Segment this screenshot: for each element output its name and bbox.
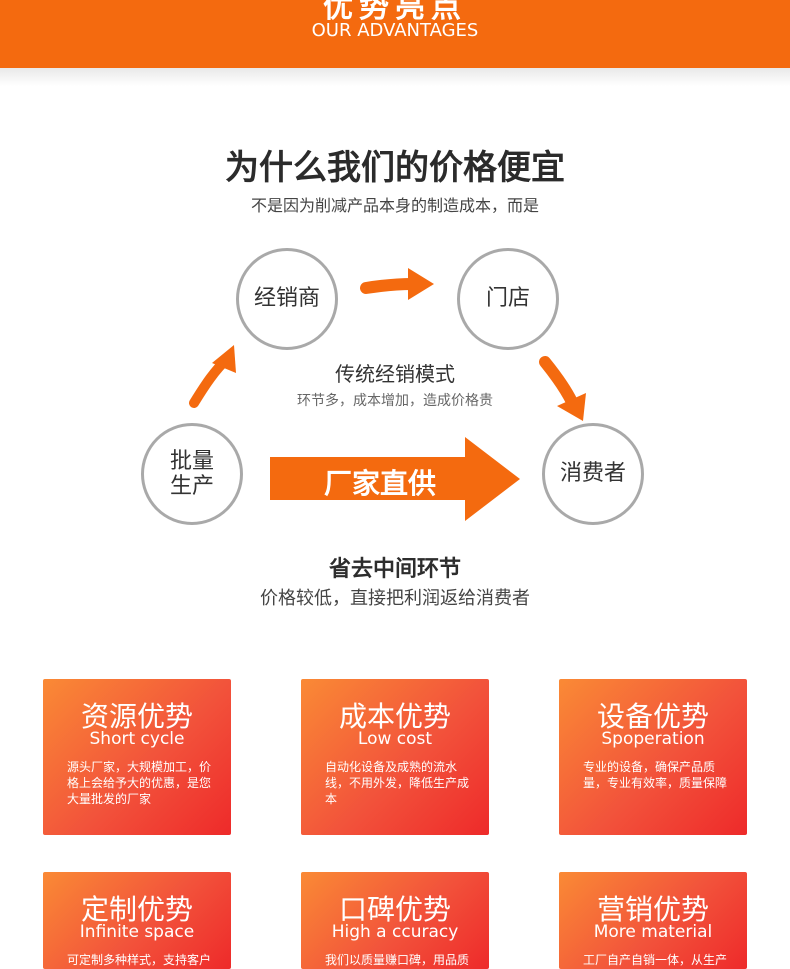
arrow-to-consumer (539, 356, 578, 408)
banner-shadow (0, 68, 790, 86)
traditional-mode-title: 传统经销模式 (335, 362, 455, 386)
node-label: 批量 生产 (169, 448, 214, 499)
advantage-card: 资源优势 Short cycle 源头厂家，大规模加工，价格上会给予大的优惠，是… (43, 679, 231, 835)
advantage-card: 成本优势 Low cost 自动化设备及成熟的流水线，不用外发，降低生产成本 (301, 679, 489, 835)
node-distributor: 经销商 (236, 248, 338, 350)
intro-title: 为什么我们的价格便宜 (225, 148, 565, 188)
top-banner: 优势亮点 OUR ADVANTAGES (0, 0, 790, 68)
advantage-card: 定制优势 Infinite space 可定制多种样式，支持客户个性化需求 (43, 872, 231, 969)
card-english: Spoperation (601, 729, 705, 749)
card-english: Short cycle (89, 729, 185, 749)
banner-cut-title: 优势亮点 (323, 0, 467, 25)
node-label: 消费者 (559, 461, 626, 487)
arrow-head-consumer (557, 393, 586, 421)
card-english: Low cost (357, 729, 433, 749)
node-label: 门店 (485, 286, 530, 312)
arrow-to-store (360, 278, 418, 294)
intro-subtitle: 不是因为削减产品本身的制造成本，而是 (250, 196, 539, 215)
advantage-card: 口碑优势 High a ccuracy 我们以质量赚口碑，用品质赢得客户信赖 (301, 872, 489, 969)
card-title: 营销优势 (596, 893, 709, 926)
traditional-mode-subtitle: 环节多，成本增加，造成价格贵 (297, 393, 493, 409)
card-description: 我们以质量赚口碑，用品质赢得客户信赖 (325, 953, 470, 967)
card-title: 定制优势 (80, 893, 193, 926)
advantage-card: 设备优势 Spoperation 专业的设备，确保产品质量，专业有效率，质量保障 (559, 679, 747, 835)
card-description: 源头厂家，大规模加工，价格上会给予大的优惠，是您大量批发的厂家 (67, 760, 212, 806)
arrow-head-store (408, 268, 434, 300)
node-label: 经销商 (253, 286, 320, 312)
card-description: 可定制多种样式，支持客户个性化需求 (67, 953, 212, 967)
advantage-card: 营销优势 More material 工厂自产自销一体，从生产加工到市场销售，提… (559, 872, 747, 969)
arrow-head-distributor (212, 345, 236, 373)
card-description: 专业的设备，确保产品质量，专业有效率，质量保障 (583, 760, 728, 790)
card-title: 资源优势 (80, 700, 193, 733)
node-consumer: 消费者 (542, 423, 644, 525)
banner-subtitle: OUR ADVANTAGES (311, 20, 479, 41)
direct-supply-label: 厂家直供 (323, 467, 436, 500)
card-english: Infinite space (79, 922, 195, 942)
node-store: 门店 (457, 248, 559, 350)
card-title: 设备优势 (596, 700, 709, 733)
card-english: High a ccuracy (331, 922, 459, 942)
card-title: 口碑优势 (338, 893, 451, 926)
card-description: 自动化设备及成熟的流水线，不用外发，降低生产成本 (325, 760, 470, 806)
card-description: 工厂自产自销一体，从生产加工到市场销售，提高效率 (583, 953, 728, 967)
summary-subtitle: 价格较低，直接把利润返给消费者 (260, 588, 530, 609)
card-title: 成本优势 (338, 700, 451, 733)
node-mass-production: 批量 生产 (141, 423, 243, 525)
card-english: More material (593, 922, 713, 942)
summary-title: 省去中间环节 (328, 557, 461, 582)
direct-supply-arrow (270, 437, 520, 521)
